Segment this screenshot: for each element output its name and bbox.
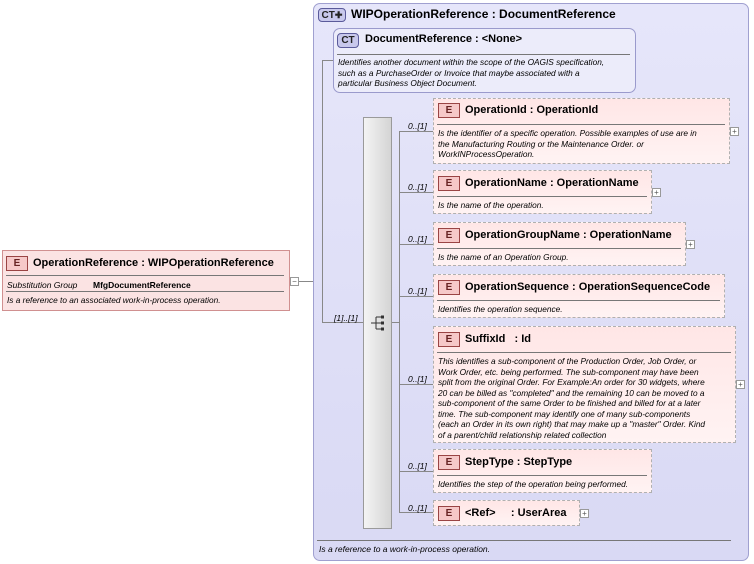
connector: [399, 192, 433, 193]
child-element-doc: Is the name of the operation.: [438, 200, 544, 210]
child-cardinality: 0..[1]: [408, 182, 427, 192]
child-element-title: SuffixId : Id: [465, 333, 531, 345]
child-cardinality: 0..[1]: [408, 374, 427, 384]
doc-line: split from the original Order. For Examp…: [438, 377, 705, 387]
child-cardinality: 0..[1]: [408, 286, 427, 296]
doc-line: 20 can be billed as "completed" and the …: [438, 387, 705, 398]
plus-icon[interactable]: +: [686, 240, 695, 249]
plus-icon[interactable]: +: [736, 380, 745, 389]
connector: [399, 512, 433, 513]
doc-line: such as a PurchaseOrder or Invoice that …: [338, 67, 580, 78]
child-element-box[interactable]: [433, 222, 686, 266]
doc-line: Is the identifier of a specific operatio…: [438, 128, 697, 138]
sequence-cardinality: [1]..[1]: [334, 313, 358, 323]
doc-line: Work Order, etc. being performed. The su…: [438, 366, 699, 377]
minus-icon[interactable]: −: [290, 277, 299, 286]
child-element-doc: Is the name of an Operation Group.: [438, 252, 569, 262]
divider: [6, 275, 284, 276]
element-badge: E: [438, 455, 460, 470]
element-badge: E: [438, 506, 460, 521]
sequence-icon: [371, 315, 384, 331]
element-badge: E: [438, 332, 460, 347]
divider: [6, 291, 284, 292]
complex-type-doc: Is a reference to a work-in-process oper…: [319, 544, 491, 554]
child-element-title: StepType : StepType: [465, 456, 573, 468]
divider: [437, 352, 731, 353]
child-element-doc: Identifies the operation sequence.: [438, 304, 563, 314]
element-badge: E: [6, 256, 28, 271]
divider: [437, 475, 647, 476]
child-element-doc: Identifies the step of the operation bei…: [438, 479, 629, 489]
substitution-group-label: Substitution Group: [7, 280, 78, 290]
complex-type-icon: CT✚: [318, 8, 346, 22]
substitution-group-value: MfgDocumentReference: [93, 280, 191, 290]
complex-type-title: WIPOperationReference : DocumentReferenc…: [351, 7, 616, 21]
doc-line: sub-component of the same Order to be fi…: [438, 398, 701, 408]
divider: [437, 248, 681, 249]
doc-line: the Manufacturing Routing or the Mainten…: [438, 138, 644, 149]
element-badge: E: [438, 228, 460, 243]
connector: [322, 60, 323, 322]
connector: [322, 322, 363, 323]
child-element-box[interactable]: [433, 274, 725, 318]
ct-badge-text: CT: [321, 10, 335, 21]
doc-line: WorkINProcessOperation.: [438, 149, 535, 159]
connector: [392, 322, 399, 323]
connector: [399, 384, 433, 385]
root-element-doc: Is a reference to an associated work-in-…: [7, 295, 221, 305]
child-cardinality: 0..[1]: [408, 121, 427, 131]
root-element-title: OperationReference : WIPOperationReferen…: [33, 257, 274, 269]
base-type-box[interactable]: [333, 28, 636, 93]
connector: [322, 60, 333, 61]
connector: [399, 131, 433, 132]
root-element-box[interactable]: [2, 250, 290, 311]
base-type-doc: Identifies another document within the s…: [338, 57, 604, 89]
divider: [437, 196, 647, 197]
child-element-title: OperationId : OperationId: [465, 104, 599, 116]
child-cardinality: 0..[1]: [408, 503, 427, 513]
divider: [437, 124, 725, 125]
child-element-title: OperationName : OperationName: [465, 177, 639, 189]
divider: [337, 54, 630, 55]
doc-line: This identifies a sub-component of the P…: [438, 356, 697, 366]
plus-icon[interactable]: +: [652, 188, 661, 197]
base-type-title: DocumentReference : <None>: [365, 33, 523, 45]
doc-line: of a parent/child relationship related c…: [438, 429, 607, 440]
connector: [399, 296, 433, 297]
child-element-title: <Ref> : UserArea: [465, 507, 567, 519]
connector: [399, 471, 433, 472]
doc-line: Identifies another document within the s…: [338, 57, 605, 67]
child-element-box[interactable]: [433, 326, 736, 443]
child-element-box[interactable]: [433, 98, 730, 164]
child-cardinality: 0..[1]: [408, 234, 427, 244]
child-element-doc: Is the identifier of a specific operatio…: [438, 128, 697, 160]
base-type-badge: CT: [337, 33, 359, 48]
child-element-title: OperationSequence : OperationSequenceCod…: [465, 281, 711, 293]
plus-icon[interactable]: +: [730, 127, 739, 136]
child-element-box[interactable]: [433, 449, 652, 493]
doc-line: (each an Order in its own right) that ma…: [438, 419, 706, 429]
element-badge: E: [438, 103, 460, 118]
connector: [299, 281, 313, 282]
child-cardinality: 0..[1]: [408, 461, 427, 471]
divider: [437, 300, 720, 301]
doc-line: time. The sub-component may identify one…: [438, 408, 691, 419]
child-element-box[interactable]: [433, 170, 652, 214]
connector: [399, 244, 433, 245]
child-element-title: OperationGroupName : OperationName: [465, 229, 672, 241]
element-badge: E: [438, 280, 460, 295]
plus-icon[interactable]: +: [580, 509, 589, 518]
doc-line: particular Business Object Document.: [338, 78, 477, 88]
divider: [317, 540, 731, 541]
element-badge: E: [438, 176, 460, 191]
child-element-doc: This identifies a sub-component of the P…: [438, 356, 705, 440]
connector: [399, 131, 400, 512]
